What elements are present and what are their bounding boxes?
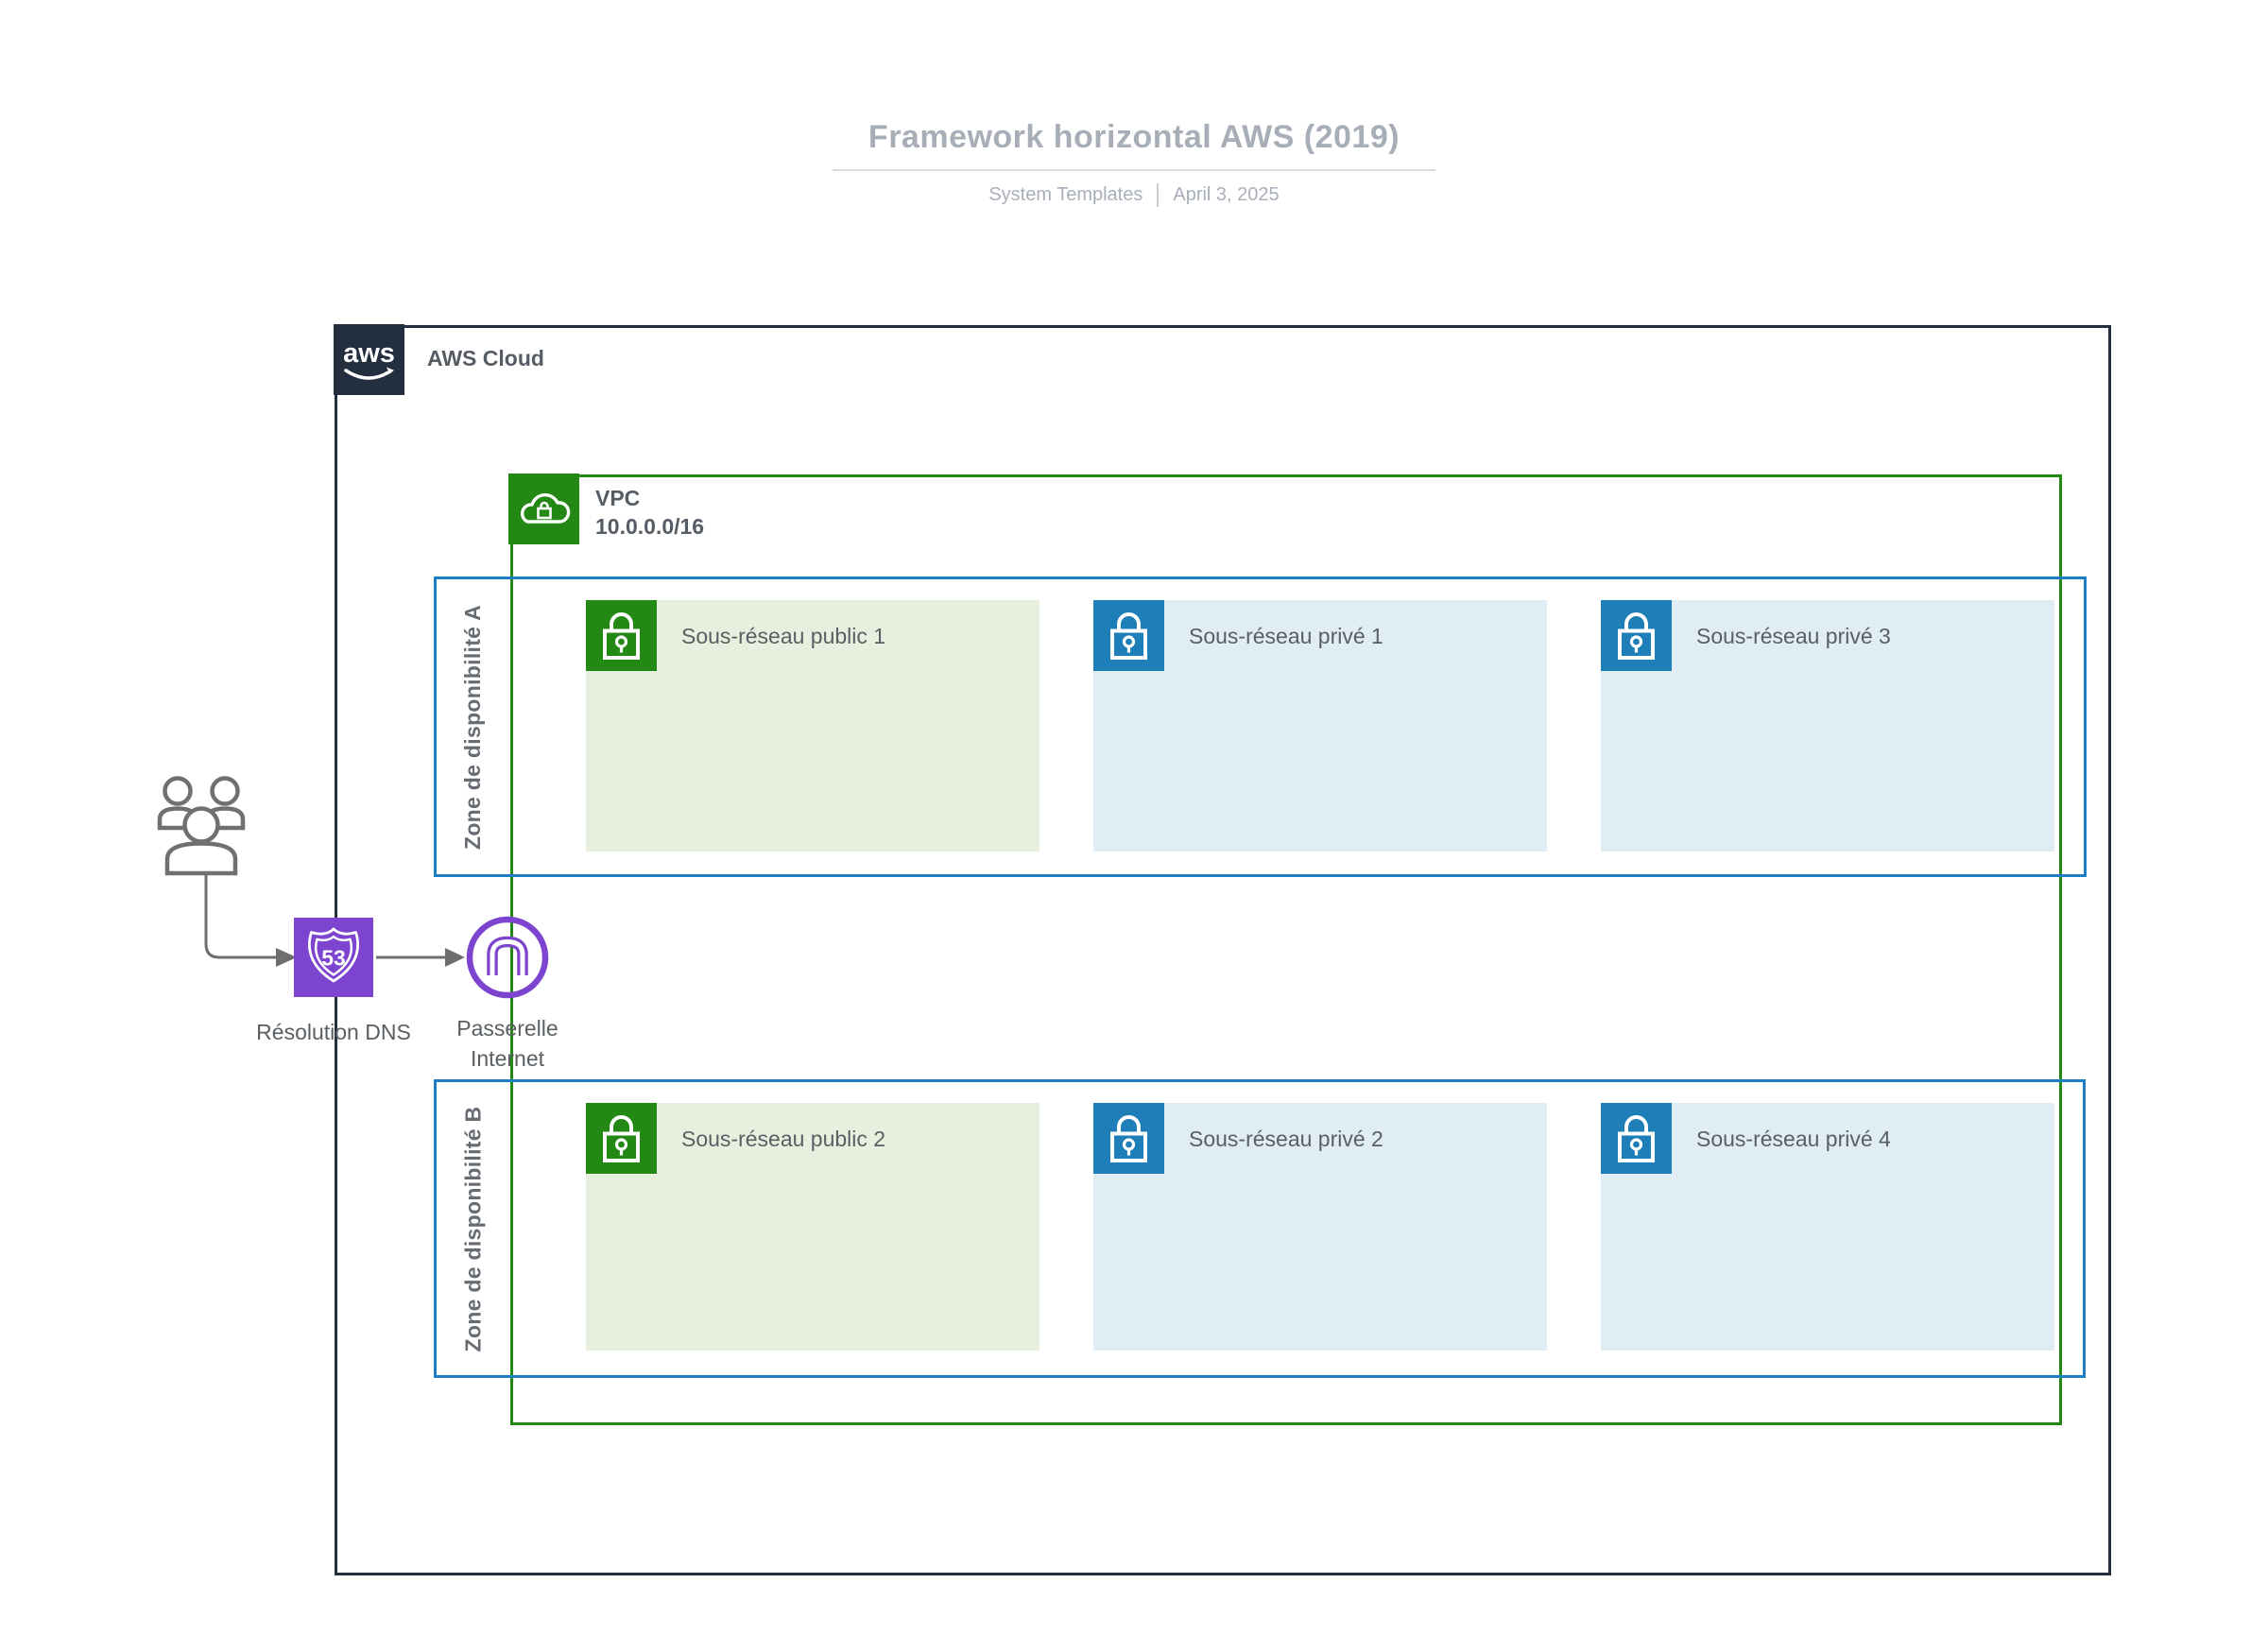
internet-gateway-label-line1: Passerelle bbox=[456, 1016, 558, 1041]
subnet-fill bbox=[1601, 1103, 2054, 1351]
subnet-fill bbox=[1093, 1103, 1547, 1351]
zone-a-label: Zone de disponibilité A bbox=[460, 604, 486, 850]
svg-text:aws: aws bbox=[343, 338, 395, 369]
subnet-fill bbox=[1601, 600, 2054, 852]
page-subtitle: System Templates April 3, 2025 bbox=[988, 183, 1280, 207]
subtitle-left: System Templates bbox=[988, 184, 1143, 205]
route53-icon: 53 bbox=[294, 918, 373, 997]
vpc-icon bbox=[508, 473, 579, 544]
subnet-public-1: Sous-réseau public 1 bbox=[586, 600, 1040, 852]
vpc-container bbox=[510, 474, 2062, 1425]
subnet-label: Sous-réseau privé 2 bbox=[1189, 1127, 1383, 1151]
subtitle-separator bbox=[1157, 183, 1160, 207]
vpc-label: VPC 10.0.0.0/16 bbox=[595, 484, 704, 541]
dns-resolution-label: Résolution DNS bbox=[256, 1020, 411, 1044]
diagram-header: Framework horizontal AWS (2019) System T… bbox=[0, 119, 2268, 207]
open-lock-icon bbox=[586, 600, 657, 671]
lock-icon bbox=[1093, 600, 1164, 671]
lock-icon bbox=[1601, 1103, 1672, 1174]
subnet-fill bbox=[1093, 600, 1547, 852]
aws-cloud-label: AWS Cloud bbox=[427, 346, 544, 370]
internet-gateway-label-line2: Internet bbox=[471, 1046, 544, 1071]
subtitle-right: April 3, 2025 bbox=[1173, 184, 1280, 205]
subnet-fill bbox=[586, 1103, 1040, 1351]
lock-icon bbox=[1601, 600, 1672, 671]
subnet-private-3: Sous-réseau privé 3 bbox=[1601, 600, 2054, 852]
zone-b-label: Zone de disponibilité B bbox=[460, 1106, 486, 1351]
subnet-private-1: Sous-réseau privé 1 bbox=[1093, 600, 1547, 852]
vpc-cidr: 10.0.0.0/16 bbox=[595, 514, 705, 539]
availability-zone-a bbox=[434, 576, 2087, 877]
subnet-private-2: Sous-réseau privé 2 bbox=[1093, 1103, 1547, 1351]
svg-text:53: 53 bbox=[321, 946, 346, 971]
subnet-public-2: Sous-réseau public 2 bbox=[586, 1103, 1040, 1351]
subnet-label: Sous-réseau privé 4 bbox=[1696, 1127, 1891, 1151]
subnet-private-4: Sous-réseau privé 4 bbox=[1601, 1103, 2054, 1351]
zone-b-label-wrap: Zone de disponibilité B bbox=[436, 1079, 511, 1378]
subnet-fill bbox=[586, 600, 1040, 852]
subnet-label: Sous-réseau privé 3 bbox=[1696, 624, 1891, 648]
availability-zone-b bbox=[434, 1079, 2086, 1378]
internet-gateway-label: Passerelle Internet bbox=[413, 1013, 602, 1074]
aws-logo-icon: aws bbox=[334, 324, 404, 395]
users-icon bbox=[149, 767, 253, 881]
page-title: Framework horizontal AWS (2019) bbox=[832, 119, 1436, 171]
internet-gateway-icon bbox=[466, 916, 549, 999]
zone-a-label-wrap: Zone de disponibilité A bbox=[436, 576, 511, 877]
subnet-label: Sous-réseau public 1 bbox=[681, 624, 886, 648]
open-lock-icon bbox=[586, 1103, 657, 1174]
lock-icon bbox=[1093, 1103, 1164, 1174]
subnet-label: Sous-réseau public 2 bbox=[681, 1127, 886, 1151]
subnet-label: Sous-réseau privé 1 bbox=[1189, 624, 1383, 648]
vpc-title: VPC bbox=[595, 486, 641, 510]
